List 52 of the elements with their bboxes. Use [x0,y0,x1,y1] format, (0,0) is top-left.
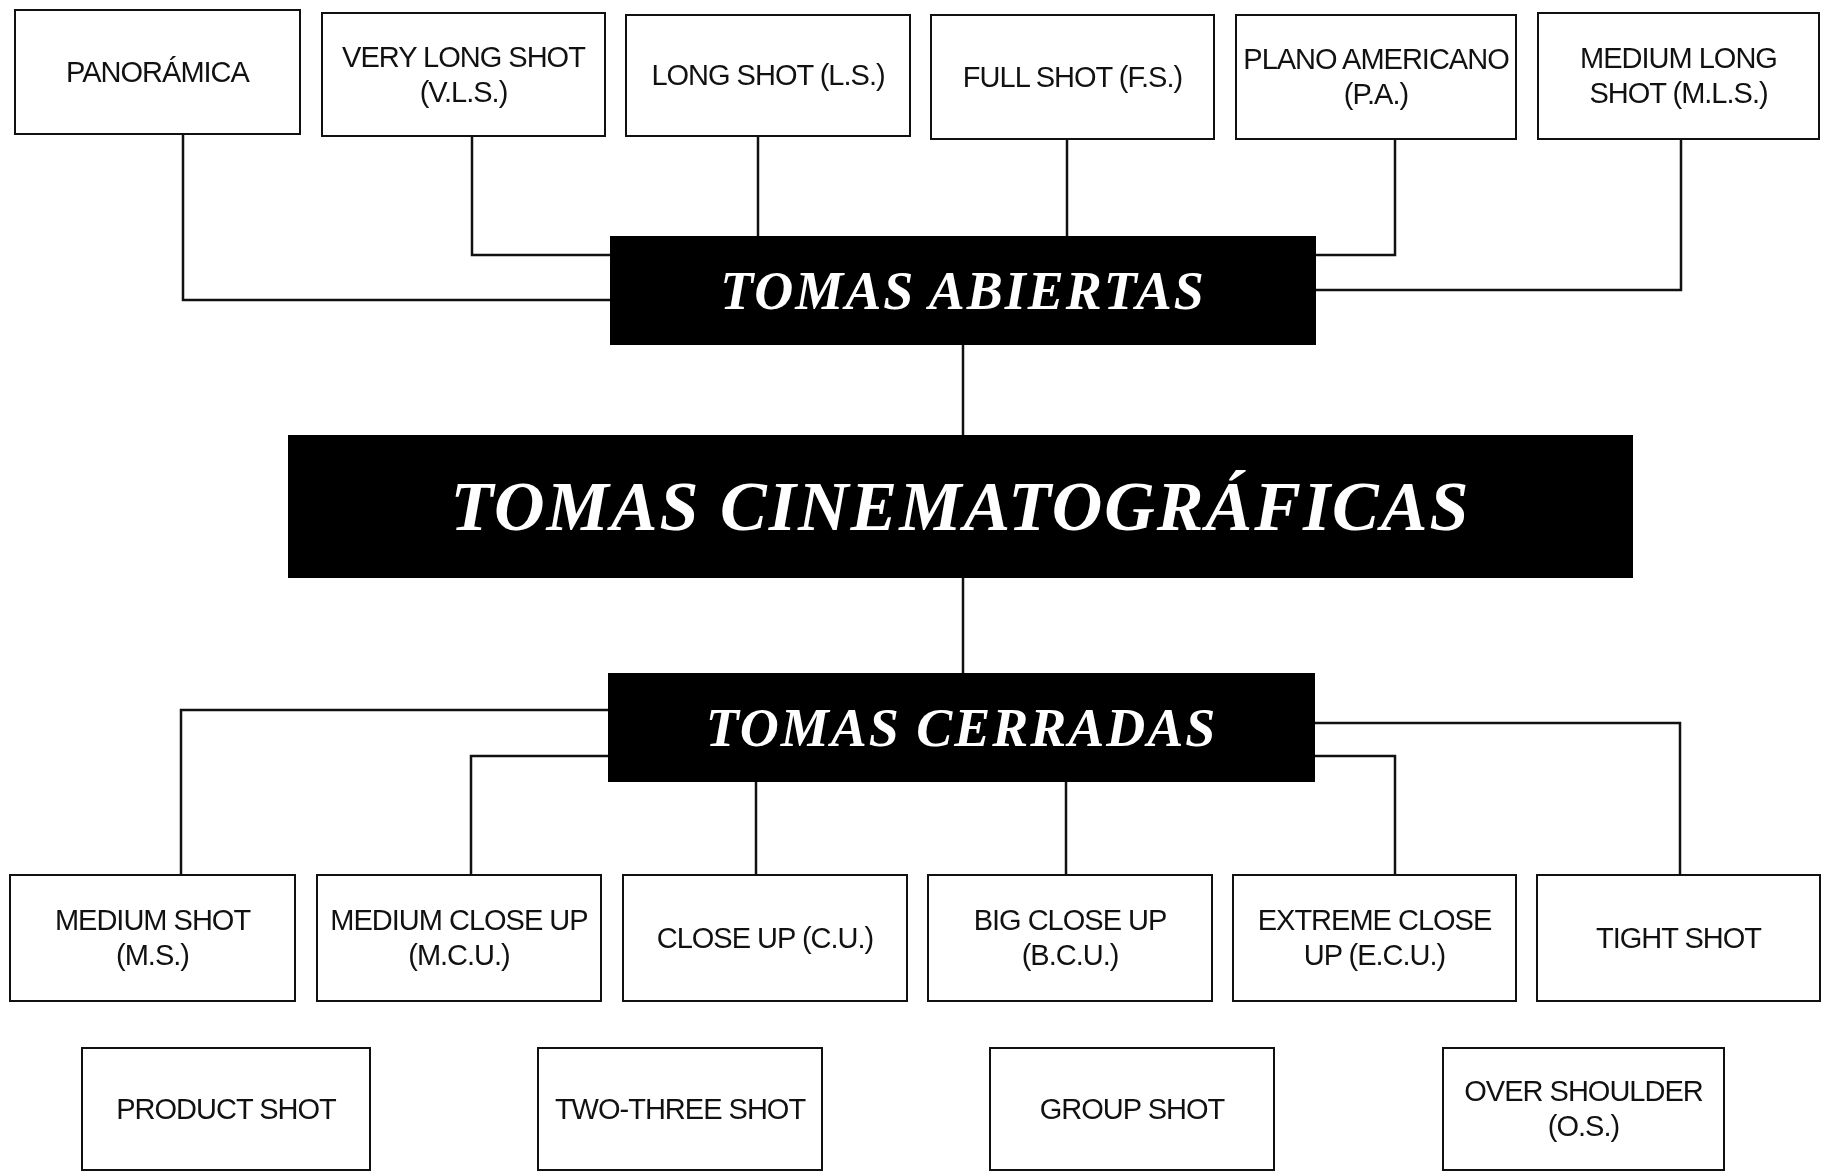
shot-label: PANORÁMICA [65,54,251,90]
shot-box [537,1047,823,1171]
shot-box [1537,12,1820,140]
shot-label: CLOSE UP (C.U.) [655,920,875,956]
shot-label: LONG SHOT (L.S.) [650,58,886,93]
shot-box [1232,874,1517,1002]
shot-label: PLANO AMERICANO (P.A.) [1242,42,1510,112]
connector-line [1064,782,1068,874]
shot-box [316,874,602,1002]
shot-box [321,12,606,137]
shot-box [989,1047,1275,1171]
connector-line [1315,754,1397,874]
connector-line [754,782,758,874]
connector-line [1316,140,1397,257]
category-box [608,673,1315,782]
connector-line [756,137,760,236]
connector-line [181,135,610,302]
shot-label: MEDIUM SHOT (M.S.) [53,903,252,973]
category-title: TOMAS CERRADAS [705,696,1218,759]
shot-label: VERY LONG SHOT (V.L.S.) [341,39,587,110]
shot-label: FULL SHOT (F.S.) [961,59,1184,95]
connector-line [1065,140,1069,236]
shot-label: PRODUCT SHOT [115,1091,337,1127]
shot-box [625,14,911,137]
shot-box [927,874,1213,1002]
shot-label: EXTREME CLOSE UP (E.C.U.) [1256,903,1493,973]
category-title: TOMAS CINEMATOGRÁFICAS [450,466,1471,547]
connector-line [470,137,610,257]
category-title: TOMAS ABIERTAS [720,259,1206,322]
connector-line [961,578,965,673]
shot-box [14,9,301,135]
shot-label: TWO-THREE SHOT [553,1091,807,1127]
connector-line [469,754,608,874]
connector-line [1316,140,1683,292]
connector-line [1315,721,1682,874]
category-box [610,236,1316,345]
shot-label: TIGHT SHOT [1594,920,1763,956]
shot-box [930,14,1215,140]
shot-label: OVER SHOULDER (O.S.) [1463,1074,1704,1144]
shot-label: MEDIUM CLOSE UP (M.C.U.) [329,903,589,973]
shot-box [81,1047,371,1171]
connector-line [961,345,965,435]
shot-box [1442,1047,1725,1171]
connector-line [179,708,608,874]
category-box [288,435,1633,578]
shot-box [622,874,908,1002]
shot-label: BIG CLOSE UP (B.C.U.) [972,903,1168,973]
shot-label: GROUP SHOT [1038,1091,1226,1127]
shot-box [9,874,296,1002]
shot-label: MEDIUM LONG SHOT (M.L.S.) [1579,41,1778,111]
shot-box [1536,874,1821,1002]
shot-box [1235,14,1517,140]
